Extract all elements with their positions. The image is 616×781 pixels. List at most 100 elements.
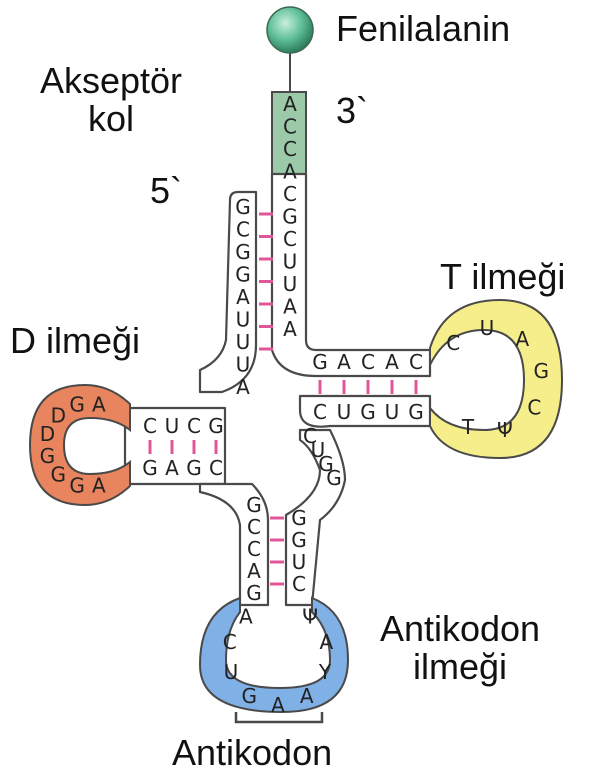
nucleotide-d-loop-1: G bbox=[69, 392, 85, 416]
nucleotide-acceptor-3-3: A bbox=[283, 160, 297, 184]
nucleotide-t-top-4: C bbox=[409, 350, 423, 374]
nucleotide-acceptor-3-4: C bbox=[283, 182, 297, 206]
nucleotide-acceptor-3-5: G bbox=[282, 205, 298, 229]
five-prime-label: 5` bbox=[150, 172, 182, 210]
base-pair-acceptor-1 bbox=[259, 235, 273, 238]
base-pair-d-0 bbox=[149, 440, 152, 454]
t-loop-label: T ilmeği bbox=[440, 258, 565, 296]
amino-acid-label: Fenilalanin bbox=[336, 10, 510, 48]
nucleotide-d-top-1: U bbox=[165, 414, 180, 438]
nucleotide-t-top-2: C bbox=[361, 350, 375, 374]
nucleotide-t-loop-2: A bbox=[515, 327, 529, 351]
nucleotide-acceptor-3-6: C bbox=[283, 227, 297, 251]
nucleotide-t-loop-1: U bbox=[480, 316, 495, 340]
nucleotide-d-top-2: C bbox=[187, 414, 201, 438]
nucleotide-ac-left-3: A bbox=[247, 559, 261, 583]
base-pair-acceptor-4 bbox=[259, 303, 273, 306]
nucleotide-d-bottom-1: A bbox=[165, 456, 179, 480]
nucleotide-acceptor-5-3: G bbox=[235, 263, 251, 287]
nucleotide-d-bottom-3: C bbox=[209, 456, 223, 480]
nucleotide-t-bottom-1: U bbox=[337, 400, 352, 424]
anticodon-loop-label-line2: ilmeği bbox=[344, 648, 576, 686]
nucleotide-d-loop-6: G bbox=[69, 474, 85, 498]
nucleotide-d-loop-0: A bbox=[92, 392, 106, 416]
nucleotide-d-loop-5: G bbox=[51, 463, 67, 487]
nucleotide-ac-left-4: G bbox=[246, 581, 262, 605]
anticodon-loop-label-line1: Antikodon bbox=[344, 610, 576, 648]
nucleotide-d-top-0: C bbox=[143, 414, 157, 438]
nucleotide-t-loop-3: G bbox=[533, 359, 549, 383]
base-pair-t-2 bbox=[367, 380, 370, 394]
nucleotide-ac-loop-1: C bbox=[223, 630, 237, 654]
nucleotide-acceptor-3-2: C bbox=[283, 137, 297, 161]
base-pair-t-3 bbox=[391, 380, 394, 394]
anticodon-loop-label: Antikodon ilmeği bbox=[344, 610, 576, 686]
nucleotide-ac-loop-4: A bbox=[271, 693, 285, 717]
nucleotide-ac-loop-3: G bbox=[242, 684, 258, 708]
nucleotide-acceptor-5-4: A bbox=[236, 285, 250, 309]
nucleotide-acceptor-3-0: A bbox=[283, 92, 297, 116]
base-pair-acceptor-6 bbox=[259, 348, 273, 351]
three-prime-label: 3` bbox=[336, 92, 368, 130]
base-pair-t-0 bbox=[319, 380, 322, 394]
base-pair-d-3 bbox=[215, 440, 218, 454]
nucleotide-acceptor-3-8: U bbox=[283, 272, 298, 296]
base-pair-d-1 bbox=[171, 440, 174, 454]
nucleotide-ac-loop-0: A bbox=[239, 605, 253, 629]
nucleotide-ac-loop-2: U bbox=[224, 660, 239, 684]
nucleotide-t-top-3: A bbox=[385, 350, 399, 374]
anticodon-label: Antikodon bbox=[172, 734, 332, 772]
base-pair-ac-1 bbox=[270, 539, 284, 542]
nucleotide-ac-loop-7: A bbox=[319, 630, 333, 654]
nucleotide-ac-right-0: G bbox=[291, 506, 307, 530]
acceptor-arm-label-line1: Akseptör bbox=[4, 62, 218, 100]
nucleotide-d-bottom-0: G bbox=[142, 456, 158, 480]
nucleotide-ac-loop-5: A bbox=[300, 684, 314, 708]
nucleotide-acceptor-3-1: C bbox=[283, 115, 297, 139]
nucleotide-t-top-0: G bbox=[312, 350, 328, 374]
nucleotide-variable-3: G bbox=[326, 466, 342, 490]
nucleotide-d-bottom-2: G bbox=[186, 456, 202, 480]
nucleotide-ac-loop-6: Y bbox=[318, 660, 332, 684]
nucleotide-acceptor-5-5: U bbox=[236, 308, 251, 332]
nucleotide-d-loop-7: A bbox=[92, 474, 106, 498]
nucleotide-ac-left-2: C bbox=[247, 537, 261, 561]
nucleotide-ac-right-3: C bbox=[292, 572, 306, 596]
d-loop-label: D ilmeği bbox=[10, 322, 140, 360]
base-pair-ac-2 bbox=[270, 561, 284, 564]
nucleotide-acceptor-5-7: U bbox=[236, 353, 251, 377]
nucleotide-ac-loop-8: Ψ bbox=[302, 605, 318, 629]
amino-acid-ball bbox=[267, 7, 313, 53]
nucleotide-acceptor-5-0: G bbox=[235, 195, 251, 219]
acceptor-arm-label-line2: kol bbox=[4, 100, 218, 138]
base-pair-ac-3 bbox=[270, 583, 284, 586]
nucleotide-ac-right-1: G bbox=[291, 528, 307, 552]
base-pair-acceptor-0 bbox=[259, 213, 273, 216]
nucleotide-t-bottom-4: G bbox=[408, 400, 424, 424]
base-pair-acceptor-2 bbox=[259, 258, 273, 261]
nucleotide-d-loop-3: D bbox=[40, 422, 55, 446]
nucleotide-t-loop-6: T bbox=[461, 415, 475, 439]
nucleotide-t-bottom-3: U bbox=[385, 400, 400, 424]
nucleotide-t-loop-5: Ψ bbox=[497, 418, 513, 442]
nucleotide-t-bottom-0: C bbox=[313, 400, 327, 424]
acceptor-arm-label: Akseptör kol bbox=[4, 62, 218, 138]
base-pair-t-4 bbox=[415, 380, 418, 394]
nucleotide-ac-left-1: C bbox=[247, 515, 261, 539]
nucleotide-acceptor-3-10: A bbox=[283, 317, 297, 341]
nucleotide-d-top-3: G bbox=[208, 414, 224, 438]
nucleotide-t-loop-0: C bbox=[446, 331, 460, 355]
nucleotide-t-bottom-2: G bbox=[360, 400, 376, 424]
base-pair-acceptor-5 bbox=[259, 325, 273, 328]
base-pair-d-2 bbox=[193, 440, 196, 454]
nucleotide-acceptor-5-6: U bbox=[236, 330, 251, 354]
nucleotide-t-top-1: A bbox=[337, 350, 351, 374]
nucleotide-ac-right-2: U bbox=[292, 550, 307, 574]
base-pair-acceptor-3 bbox=[259, 280, 273, 283]
nucleotide-acceptor-3-7: U bbox=[283, 250, 298, 274]
nucleotide-acceptor-3-9: A bbox=[283, 295, 297, 319]
nucleotide-acceptor-5-2: G bbox=[235, 240, 251, 264]
nucleotide-acceptor-5-1: C bbox=[236, 218, 250, 242]
base-pair-t-1 bbox=[343, 380, 346, 394]
base-pair-ac-0 bbox=[270, 517, 284, 520]
